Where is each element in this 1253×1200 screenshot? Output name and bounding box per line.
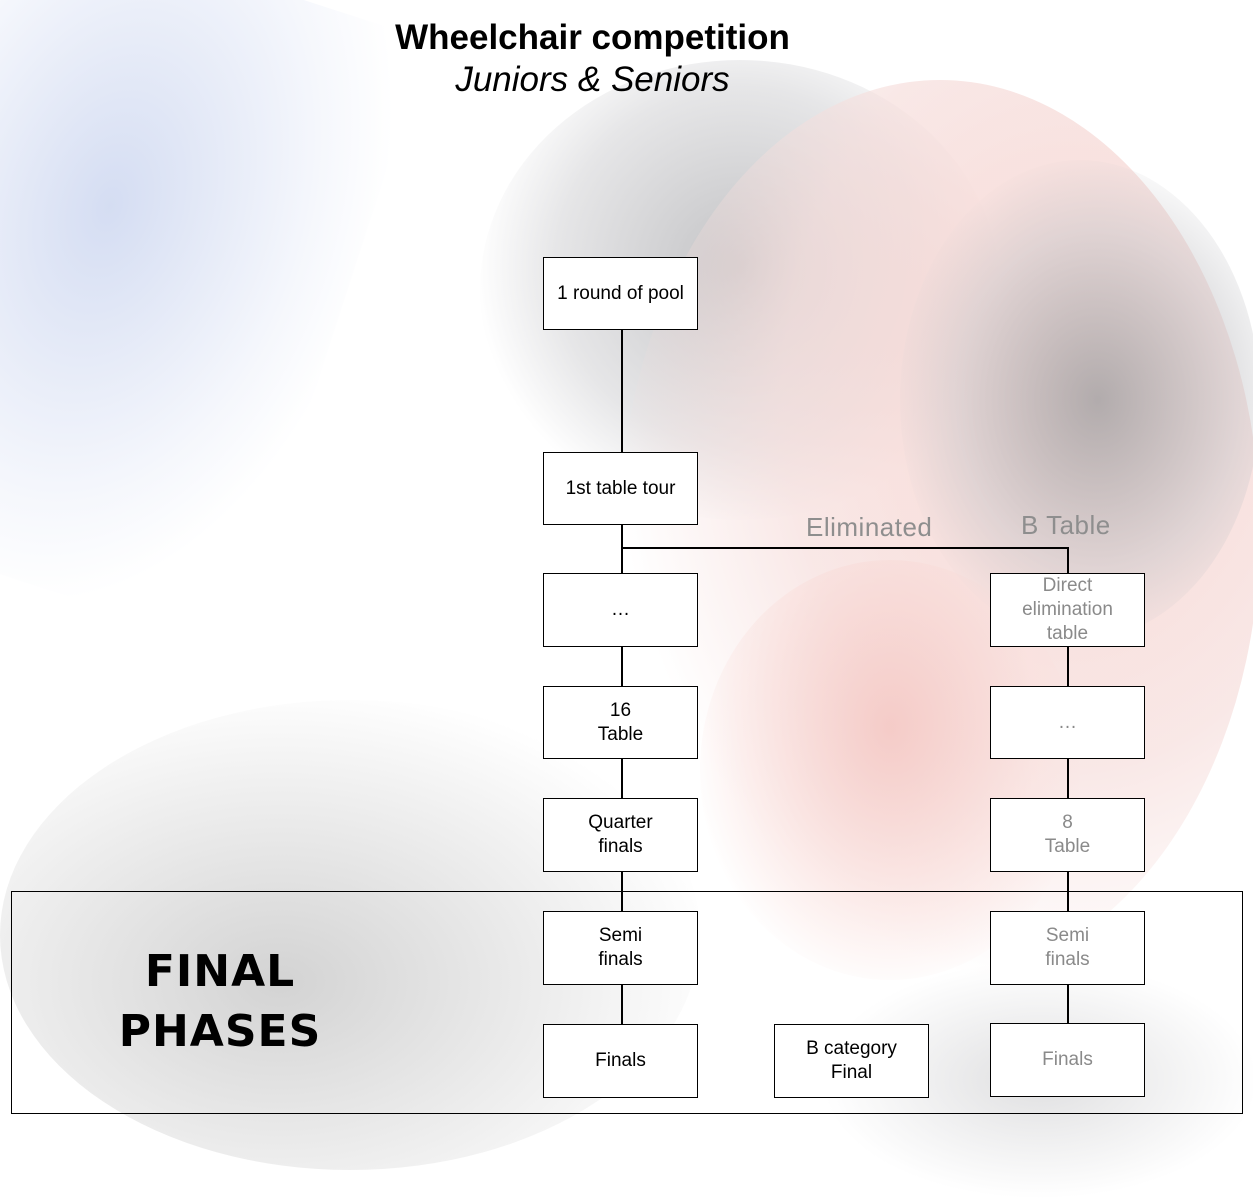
table-8-box: 8 Table [990, 798, 1145, 872]
b-ellipsis-box: … [990, 686, 1145, 759]
first-table-tour-box: 1st table tour [543, 452, 698, 525]
background-dark-shape-right [900, 160, 1253, 640]
final-phases-line-2: PHASES [118, 1006, 322, 1057]
b-category-final-line-1: B category [806, 1038, 897, 1059]
direct-elimination-line-2: elimination [1022, 599, 1113, 620]
background-red-shape [620, 80, 1253, 980]
connector-quarter-to-semi [621, 871, 623, 912]
connector-eliminated-branch [621, 547, 1069, 549]
b-table-label: B Table [1021, 510, 1111, 540]
connector-semi-to-finals [621, 984, 623, 1025]
b-finals-box: Finals [990, 1023, 1145, 1097]
pool-round-text: 1 round of pool [557, 282, 684, 304]
pool-round-box: 1 round of pool [543, 257, 698, 330]
semi-finals-line-1: Semi [598, 925, 643, 946]
table-16-number: 16 [609, 699, 632, 721]
final-phases-line-1: FINAL [144, 946, 296, 997]
final-phases-frame [11, 891, 1243, 1114]
diagram-subtitle: Juniors & Seniors [455, 60, 730, 99]
table-16-box: 16 Table [543, 686, 698, 759]
connector-first-table-to-ellipsis [621, 524, 623, 574]
connector-b-semi-to-finals [1067, 984, 1069, 1025]
eliminated-label: Eliminated [806, 512, 933, 542]
connector-pool-to-first-table [621, 329, 623, 453]
main-ellipsis-text: … [611, 599, 630, 620]
direct-elimination-box: Direct elimination table [990, 573, 1145, 647]
connector-8-to-semi [1067, 871, 1069, 912]
finals-text: Finals [595, 1050, 646, 1071]
b-semi-finals-line-2: finals [1045, 949, 1090, 970]
b-semi-finals-line-1: Semi [1045, 925, 1090, 946]
connector-branch-to-direct [1067, 547, 1069, 574]
quarter-finals-box: Quarter finals [543, 798, 698, 872]
table-16-label: Table [597, 723, 644, 745]
finals-box: Finals [543, 1024, 698, 1098]
b-ellipsis-text: … [1058, 711, 1077, 733]
connector-ellipsis-to-8 [1067, 758, 1069, 799]
direct-elimination-line-3: table [1046, 623, 1089, 644]
diagram-title: Wheelchair competition [395, 18, 790, 57]
table-8-label: Table [1044, 836, 1091, 857]
semi-finals-box: Semi finals [543, 911, 698, 985]
quarter-finals-line-1: Quarter [588, 812, 653, 833]
first-table-tour-text: 1st table tour [565, 477, 676, 499]
quarter-finals-line-2: finals [598, 836, 643, 857]
connector-direct-to-ellipsis [1067, 646, 1069, 687]
table-8-number: 8 [1062, 812, 1073, 833]
connector-ellipsis-to-16 [621, 646, 623, 687]
direct-elimination-line-1: Direct [1042, 575, 1093, 596]
connector-16-to-quarter [621, 758, 623, 799]
b-finals-text: Finals [1042, 1049, 1093, 1070]
semi-finals-line-2: finals [598, 949, 643, 970]
b-category-final-box: B category Final [774, 1024, 929, 1098]
b-semi-finals-box: Semi finals [990, 911, 1145, 985]
main-ellipsis-box: … [543, 573, 698, 647]
b-category-final-line-2: Final [830, 1062, 873, 1083]
